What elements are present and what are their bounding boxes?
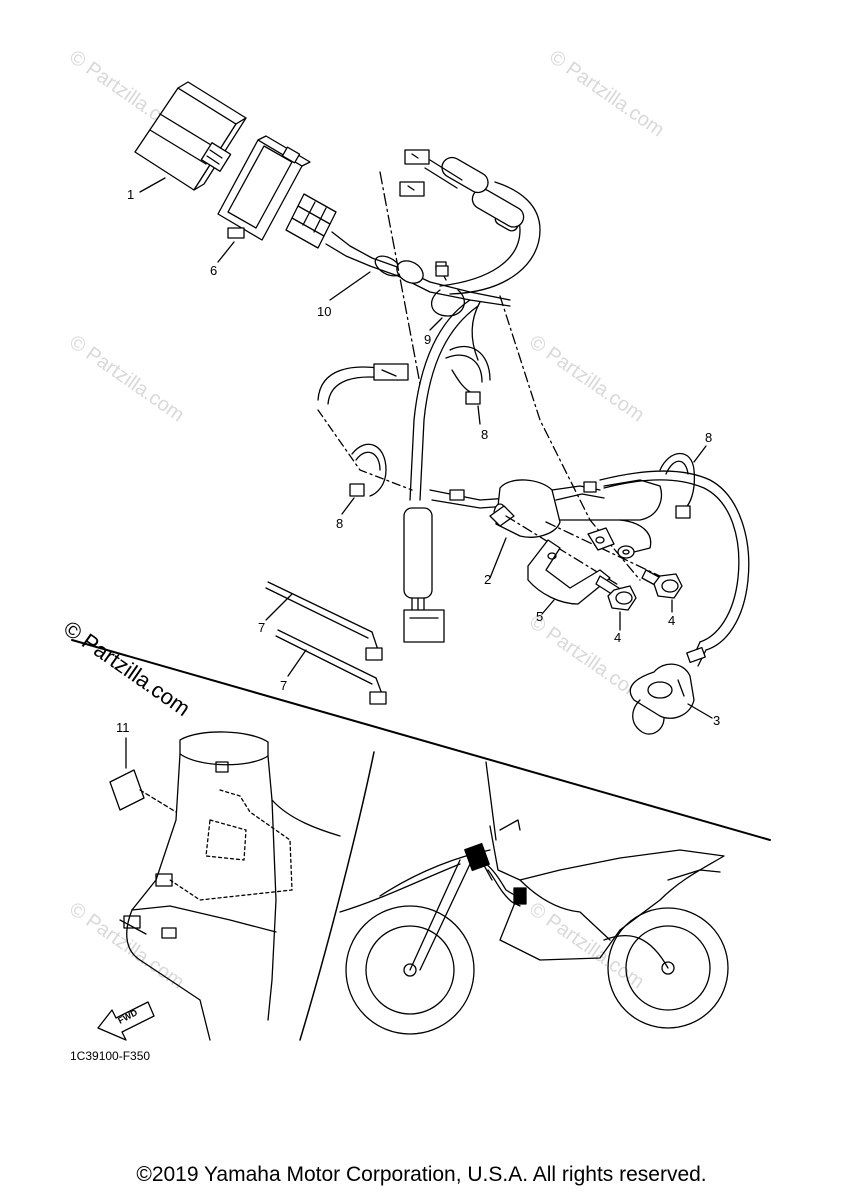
watermark-text: © Partzilla.com [525,898,648,993]
callout-8: 8 [336,516,343,531]
callout-4: 4 [614,630,621,645]
leader-line-6 [217,241,235,263]
callout-6: 6 [210,263,217,278]
watermark-text: © Partzilla.com [525,331,648,426]
section-divider-curve [299,751,375,1041]
callout-2: 2 [484,572,491,587]
callout-10: 10 [317,304,331,319]
leader-line-3 [687,703,713,719]
cdi-bracket [217,135,311,241]
clamp-8-upper [445,345,491,405]
leader-line-9 [429,317,443,331]
callout-8: 8 [705,430,712,445]
drawing-code: 1C39100-F350 [70,1049,150,1063]
copyright-notice: ©2019 Yamaha Motor Corporation, U.S.A. A… [136,1163,707,1186]
motorcycle-icon [339,761,729,1035]
leader-line-7b [287,649,307,677]
callout-7: 7 [280,678,287,693]
leader-line-5 [541,599,555,615]
callout-4: 4 [668,613,675,628]
callout-5: 5 [536,609,543,624]
callout-labels: 1 6 10 9 8 8 8 2 5 4 4 7 7 3 11 [116,187,720,735]
leader-line-2 [489,537,507,579]
sticker-guide [139,789,177,813]
washer-hole [622,549,630,555]
leader-line-10 [329,271,371,301]
bolt-4-right [641,569,683,599]
leader-line-7a [265,593,293,621]
callout-11: 11 [116,720,130,735]
ignition-coil [489,470,750,651]
section-divider [71,639,771,841]
coil-bracket [527,527,615,605]
callout-8: 8 [481,427,488,442]
part-11-sticker [109,769,145,811]
watermark-text: © Partzilla.com [65,331,188,426]
fwd-arrow-icon [97,1001,155,1041]
leader-line-8b [341,497,355,515]
leader-line-8c [693,445,707,463]
coil-bolt-guide [545,521,665,579]
washer [617,545,635,559]
watermark-text: © Partzilla.com [545,46,668,141]
clamp-9 [430,265,465,317]
callout-9: 9 [424,332,431,347]
wire-harness [285,149,641,643]
callout-1: 1 [127,187,134,202]
cdi-unit [134,81,247,191]
clamp-8-right [659,453,696,519]
callout-3: 3 [713,713,720,728]
coil-bolt-guide [505,515,621,587]
frame-detail [119,731,341,1041]
bolt-4-left [595,575,637,611]
cable-tie-upper [265,581,383,661]
cable-tie-lower [275,629,387,705]
leader-line-8a [477,405,481,425]
spark-plug-cap [629,641,707,735]
clamp-8-left [349,443,387,497]
bracket-guide-line [379,171,421,385]
callout-7: 7 [258,620,265,635]
leader-line-1 [139,177,166,193]
